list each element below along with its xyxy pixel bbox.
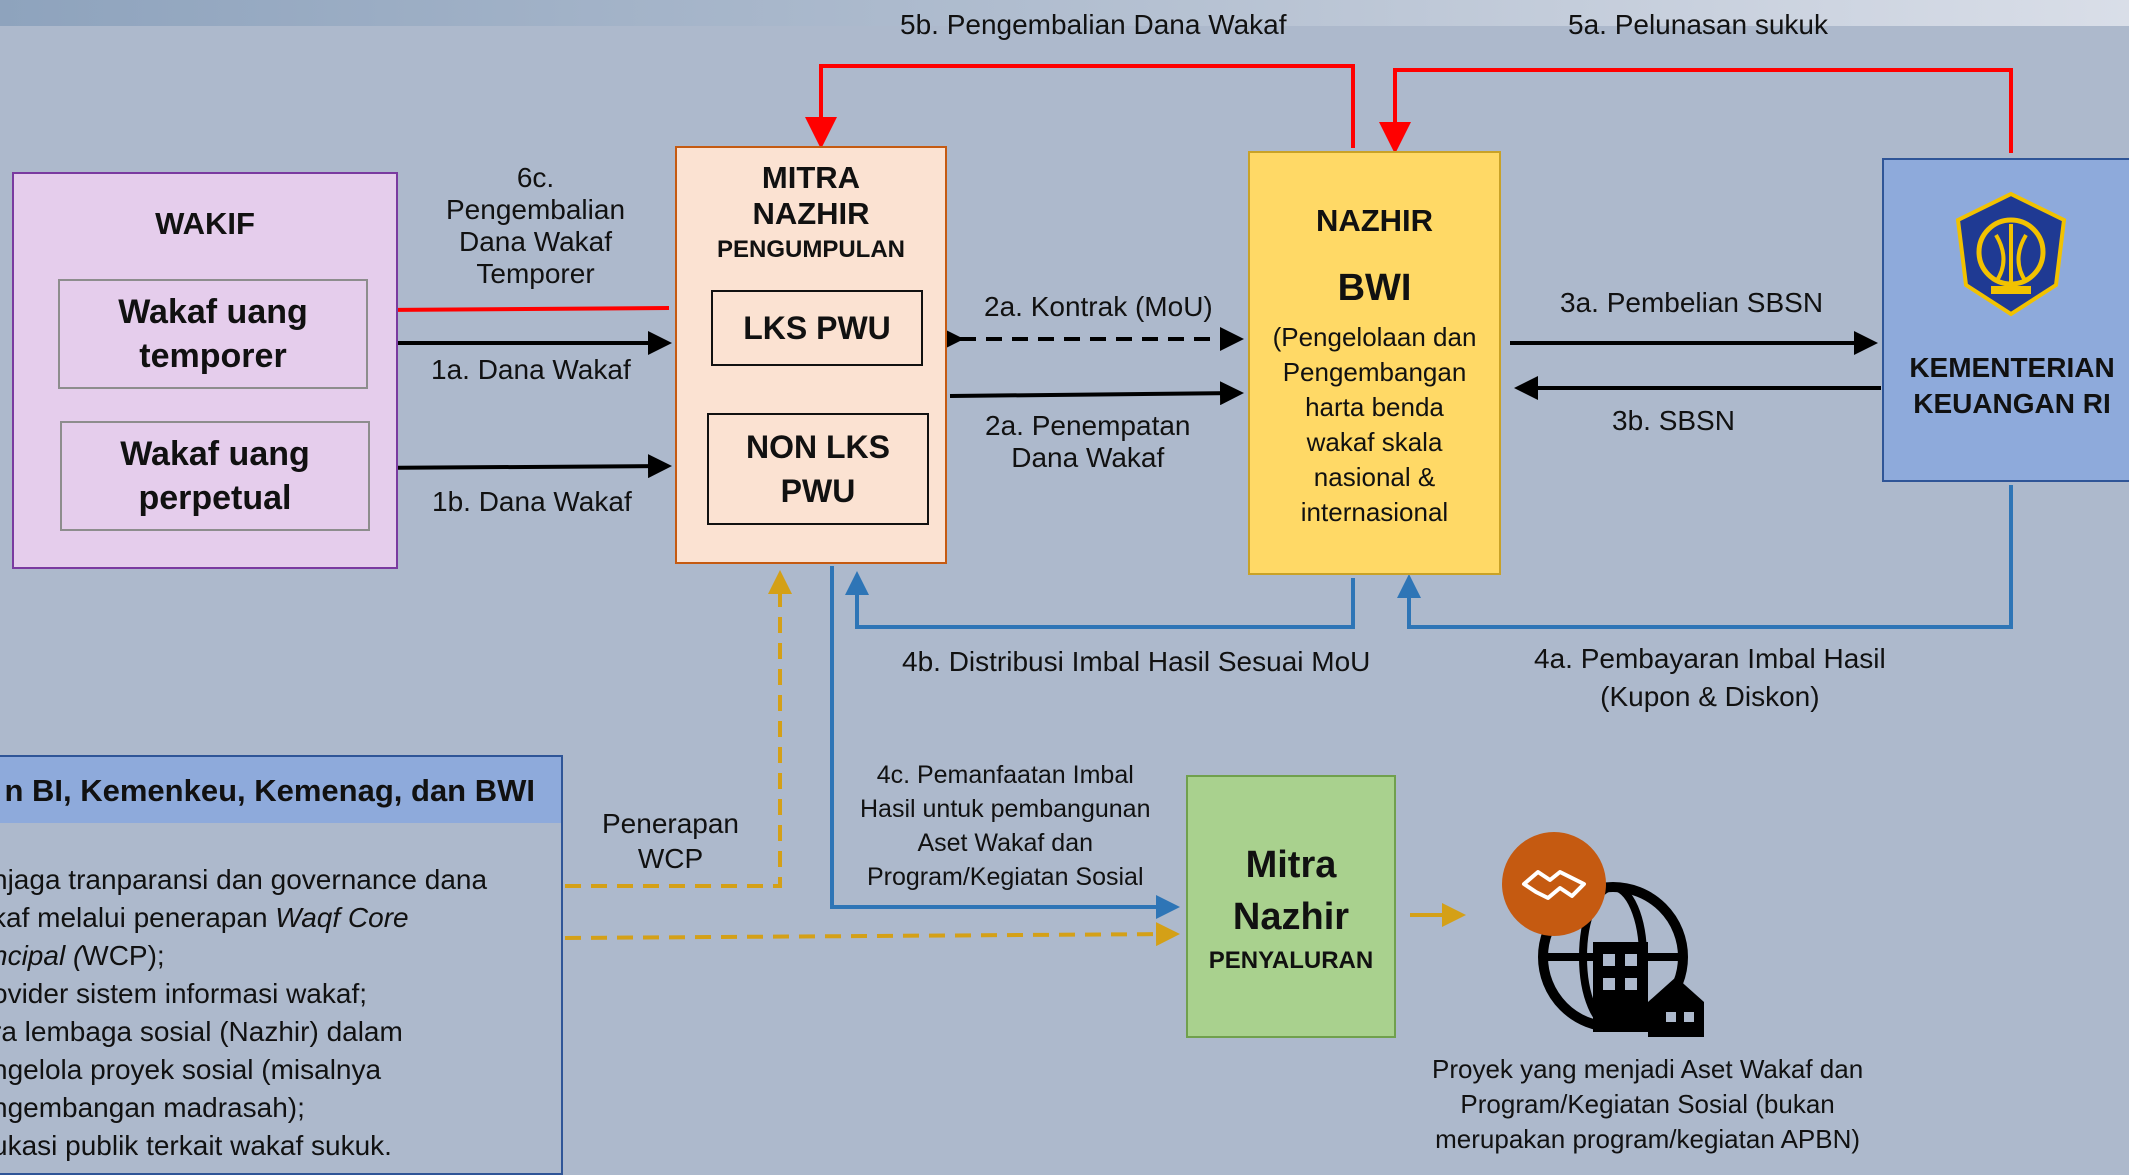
label-4c-1: 4c. Pemanfaatan Imbal [876,761,1134,789]
arrow-2a-penempatan [949,381,1244,406]
label-1a: 1a. Dana Wakaf [431,354,631,385]
nazhir-bwi-box: NAZHIR BWI (Pengelolaan dan Pengembangan… [1248,151,1501,575]
wakaf-temporer-line1: Wakaf uang [118,293,308,331]
label-3a: 3a. Pembelian SBSN [1560,287,1824,318]
label-2a-penempatan-2: Dana Wakaf [1011,442,1165,473]
info-line-2-italic: Waqf Core [275,902,409,933]
proyek-caption-3: merupakan program/kegiatan APBN) [1435,1124,1861,1154]
mitra-title-line2: NAZHIR [752,196,870,231]
label-6c-2: Pengembalian [446,194,626,225]
label-2a-kontrak: 2a. Kontrak (MoU) [984,291,1213,322]
lks-pwu-label: LKS PWU [743,310,891,346]
arrow-5b [805,64,1355,149]
nazhir-desc-2: Pengembangan [1282,357,1467,387]
kemenkeu-name-1: KEMENTERIAN [1909,352,2115,383]
wakaf-perpetual-box: Wakaf uang perpetual [60,421,370,531]
arrow-5a [1379,68,2013,154]
lks-pwu-box: LKS PWU [711,290,923,366]
label-4a-1: 4a. Pembayaran Imbal Hasil [1534,643,1886,674]
label-4c-2: Hasil untuk pembangunan [860,795,1151,823]
mitra-penyaluran-box: Mitra Nazhir PENYALURAN [1186,775,1396,1038]
proyek-caption-1: Proyek yang menjadi Aset Wakaf dan [1432,1054,1864,1084]
non-lks-line2: PWU [780,473,856,509]
nazhir-title: NAZHIR [1315,203,1434,238]
wakaf-perpetual-line2: perpetual [138,479,292,517]
info-line-3: ncipal (WCP); [0,939,165,972]
info-line-6: ngelola proyek sosial (misalnya [0,1054,382,1085]
label-2a-penempatan-1: 2a. Penempatan [985,410,1191,441]
non-lks-line1: NON LKS [746,429,890,465]
wakaf-temporer-box: Wakaf uang temporer [58,279,368,389]
info-header: n BI, Kemenkeu, Kemenag, dan BWI [0,757,561,823]
arrow-6c [364,293,670,326]
arrow-4b [845,571,1355,629]
arrow-info-penyaluran [564,922,1180,947]
info-line-7: ngembangan madrasah); [0,1092,305,1123]
label-5a: 5a. Pelunasan sukuk [1568,9,1828,40]
wakaf-perpetual-line1: Wakaf uang [120,435,310,473]
wakaf-temporer-line2: temporer [139,337,287,375]
arrow-4a [1397,485,2013,629]
nazhir-desc-4: wakaf skala [1306,427,1443,457]
info-line-1: njaga tranparansi dan governance dana [0,864,488,895]
arrow-4c [830,566,1180,919]
kemenkeu-box: KEMENTERIAN KEUANGAN RI [1882,158,2129,482]
info-line-2-text: kaf melalui penerapan [0,902,276,933]
kemenkeu-emblem-icon [1955,191,2067,317]
info-line-4: ovider sistem informasi wakaf; [0,978,368,1009]
wakif-title: WAKIF [155,206,255,241]
nazhir-desc-3: harta benda [1305,392,1444,422]
nazhir-desc-5: nasional & [1313,462,1436,492]
label-1b: 1b. Dana Wakaf [432,486,632,517]
info-title: n BI, Kemenkeu, Kemenag, dan BWI [4,773,535,808]
nazhir-bwi-name: BWI [1337,267,1412,309]
info-line-2: kaf melalui penerapan Waqf Core [0,901,409,934]
nazhir-desc-1: (Pengelolaan dan [1272,322,1477,352]
penyaluran-title-2: Nazhir [1232,896,1350,938]
info-line-5: ra lembaga sosial (Nazhir) dalam [0,1016,403,1047]
label-6c-1: 6c. [516,162,555,193]
label-3b: 3b. SBSN [1612,405,1735,436]
mitra-pengumpulan-box: MITRA NAZHIR PENGUMPULAN LKS PWU NON LKS… [675,146,947,564]
label-6c-3: Dana Wakaf [459,226,613,257]
label-penerapan-1: Penerapan [602,808,740,839]
info-line-8: ukasi publik terkait wakaf sukuk. [0,1130,392,1161]
info-box: n BI, Kemenkeu, Kemenag, dan BWI njaga t… [0,755,563,1175]
info-line-3-italic: ncipal ( [0,940,83,971]
arrow-1b [367,454,672,479]
info-line-3-text: WCP); [82,940,165,971]
label-6c-4: Temporer [476,258,595,289]
proyek-caption-2: Program/Kegiatan Sosial (bukan [1460,1089,1835,1119]
nazhir-desc-6: internasional [1300,497,1449,527]
label-4a-2: (Kupon & Diskon) [1600,681,1820,712]
kemenkeu-name-2: KEUANGAN RI [1913,388,2111,419]
wakif-box: WAKIF Wakaf uang temporer Wakaf uang per… [12,172,398,569]
label-5b: 5b. Pengembalian Dana Wakaf [900,9,1287,40]
arrow-penerapan-wcp [565,570,792,888]
label-4c-3: Aset Wakaf dan [917,829,1094,857]
penyaluran-subtitle: PENYALURAN [1208,947,1374,974]
non-lks-pwu-box: NON LKS PWU [707,413,929,525]
label-4b: 4b. Distribusi Imbal Hasil Sesuai MoU [902,646,1371,677]
label-penerapan-2: WCP [637,843,704,874]
mitra-subtitle: PENGUMPULAN [716,236,905,263]
label-4c-4: Program/Kegiatan Sosial [866,863,1144,891]
mitra-title-line1: MITRA [761,160,861,195]
penyaluran-title-1: Mitra [1245,844,1337,886]
top-band [0,0,2129,26]
handshake-building-icon [1502,832,1704,1037]
